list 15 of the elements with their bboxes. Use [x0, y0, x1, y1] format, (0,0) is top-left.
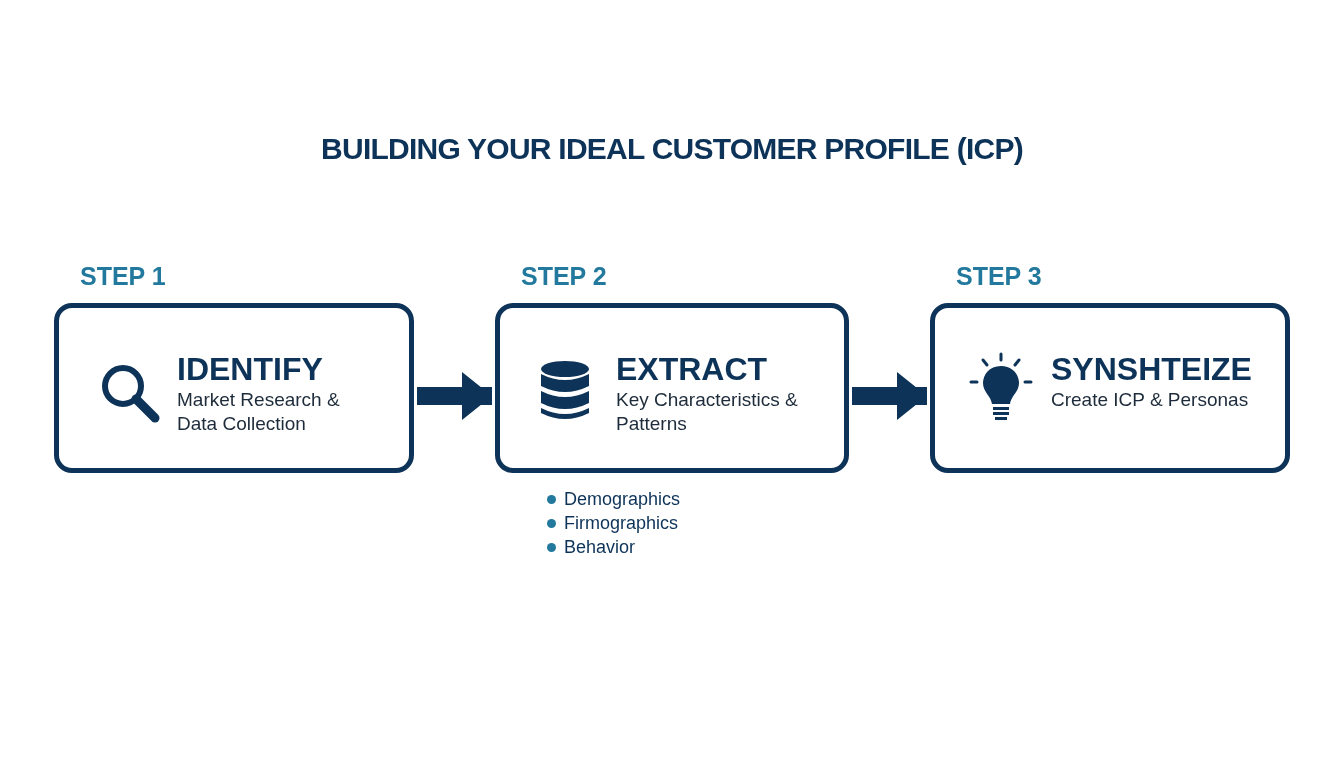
bullet-text: Firmographics [564, 511, 679, 535]
step-label: STEP 3 [956, 261, 1042, 291]
step-heading: IDENTIFY [177, 350, 323, 388]
step-heading: EXTRACT [616, 350, 768, 388]
step-description: Market Research & Data Collection [177, 388, 341, 436]
step-description: Key Characteristics & Patterns [616, 388, 799, 436]
block-arrow [852, 372, 927, 420]
step-label: STEP 1 [80, 261, 166, 291]
diagram-title: BUILDING YOUR IDEAL CUSTOMER PROFILE (ICP) [321, 131, 1023, 167]
bullet-text: Behavior [564, 535, 636, 559]
block-arrow [417, 372, 492, 420]
step-description: Create ICP & Personas [1051, 388, 1250, 412]
bullet-text: Demographics [564, 487, 681, 511]
step-heading: SYNSHTEIZE [1051, 350, 1252, 388]
step-label: STEP 2 [521, 261, 607, 291]
